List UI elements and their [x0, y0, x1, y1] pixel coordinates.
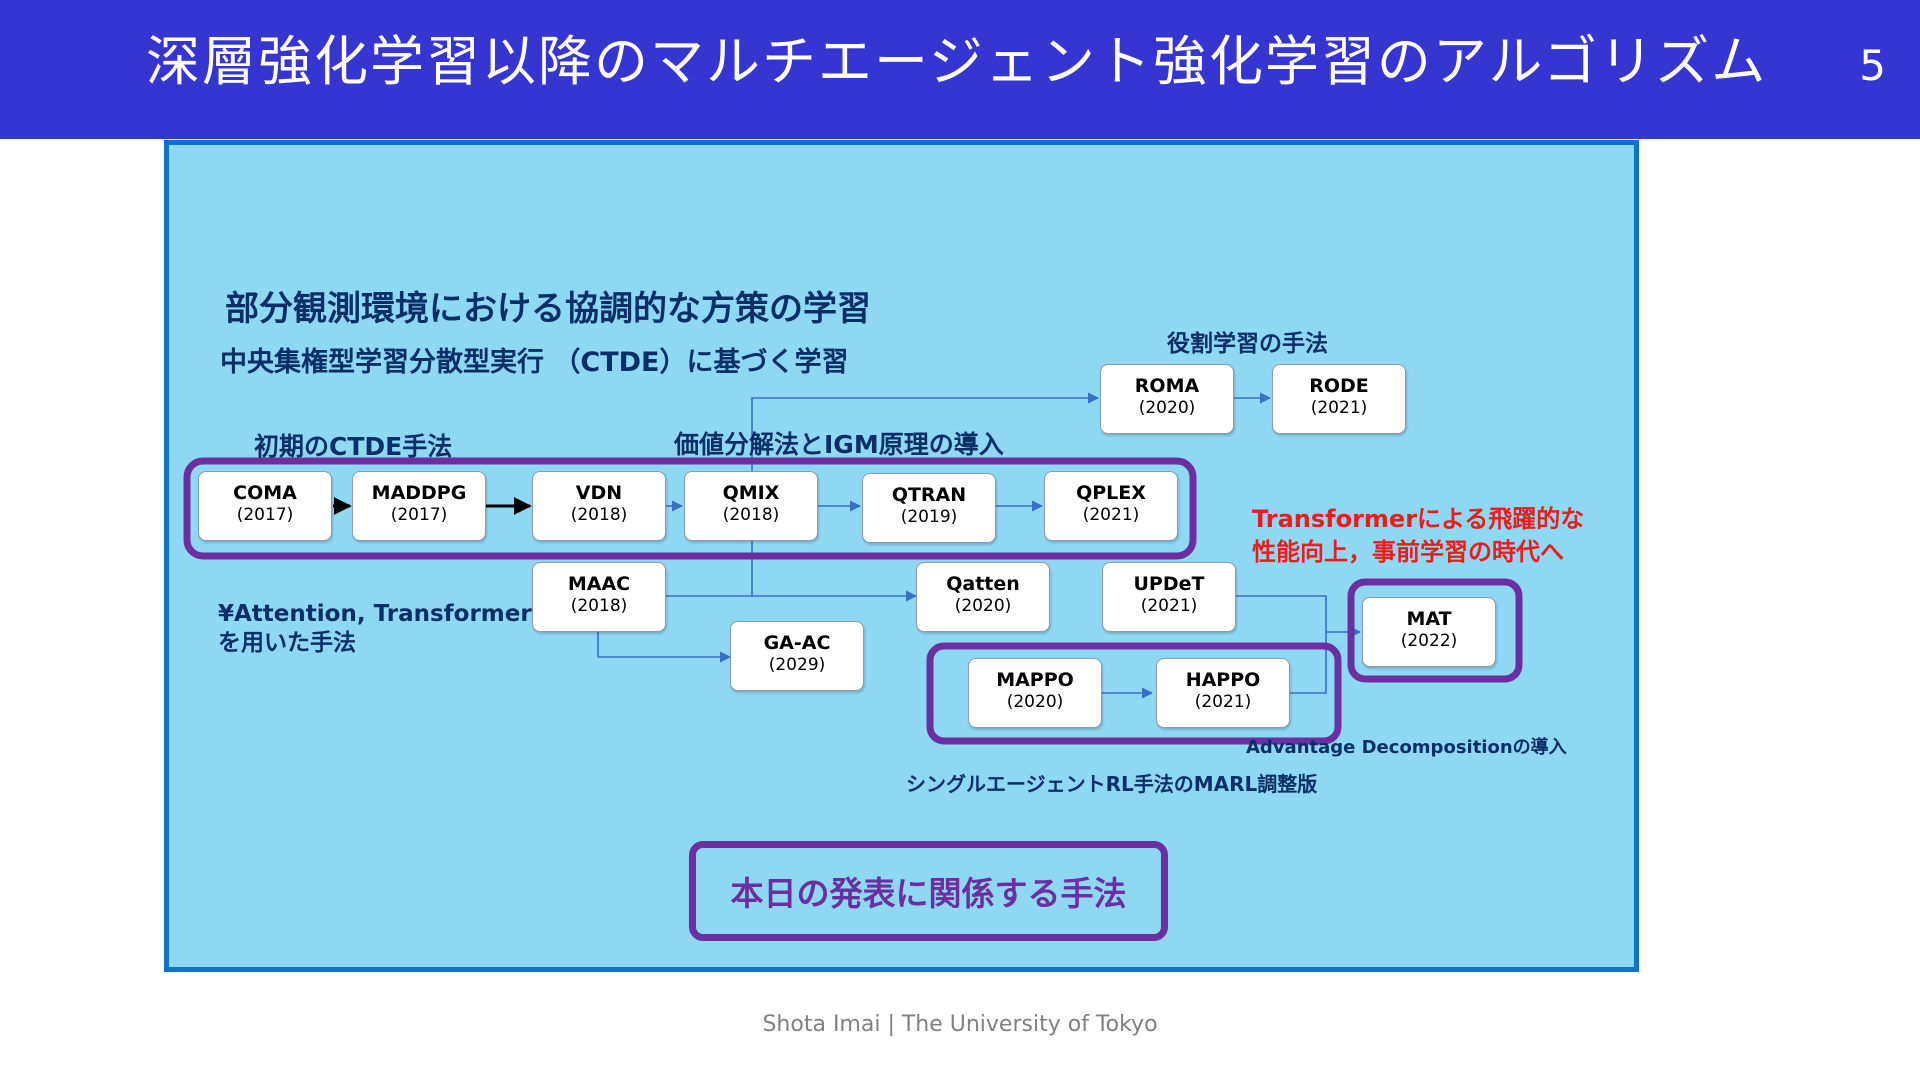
label-attention-methods: ¥Attention, Transformer を用いた手法: [218, 601, 532, 656]
node-year: (2017): [390, 505, 448, 525]
node-year: (2021): [1194, 692, 1252, 712]
node-year: (2021): [1082, 505, 1140, 525]
node-year: (2018): [570, 505, 628, 525]
node-name: QPLEX: [1076, 482, 1146, 504]
label-value-decomposition: 価値分解法とIGM原理の導入: [674, 430, 1004, 459]
node-name: MAAC: [567, 573, 631, 595]
node-qplex: QPLEX (2021): [1044, 471, 1178, 541]
arrow-qmix-roma: [751, 392, 1100, 471]
node-year: (2029): [768, 655, 826, 675]
label-early-ctde: 初期のCTDE手法: [254, 432, 453, 461]
node-mappo: MAPPO (2020): [968, 658, 1102, 728]
node-name: Qatten: [946, 573, 1020, 595]
node-name: HAPPO: [1185, 669, 1261, 691]
node-name: ROMA: [1134, 375, 1200, 397]
node-happo: HAPPO (2021): [1156, 658, 1290, 728]
link-happo-mat: [1290, 632, 1327, 694]
slide-footer: Shota Imai | The University of Tokyo: [762, 1012, 1158, 1037]
node-name: MADDPG: [371, 482, 467, 504]
node-year: (2017): [236, 505, 294, 525]
node-name: MAT: [1406, 608, 1452, 630]
node-rode: RODE (2021): [1272, 364, 1406, 434]
node-name: GA-AC: [763, 632, 831, 654]
node-year: (2021): [1140, 596, 1198, 616]
arrow-maac-gaac: [597, 632, 732, 663]
label-advantage-decomposition: Advantage Decompositionの導入: [1246, 737, 1567, 758]
node-year: (2020): [1138, 398, 1196, 418]
page-number: 5: [1859, 41, 1886, 90]
node-mat: MAT (2022): [1362, 597, 1496, 667]
node-gaac: GA-AC (2029): [730, 621, 864, 691]
label-transformer-era: Transformerによる飛躍的な 性能向上，事前学習の時代へ: [1252, 505, 1585, 566]
diagram-heading-sub: 中央集権型学習分散型実行 （CTDE）に基づく学習: [220, 347, 849, 378]
node-name: VDN: [575, 482, 623, 504]
legend-text: 本日の発表に関係する手法: [730, 874, 1127, 913]
node-name: UPDeT: [1133, 573, 1205, 595]
label-single-agent-adaptation: シングルエージェントRL手法のMARL調整版: [906, 772, 1318, 796]
legend-box: 本日の発表に関係する手法: [689, 841, 1168, 941]
node-year: (2020): [1006, 692, 1064, 712]
node-year: (2022): [1400, 631, 1458, 651]
node-maac: MAAC (2018): [532, 562, 666, 632]
node-qtran: QTRAN (2019): [862, 473, 996, 543]
node-name: MAPPO: [996, 669, 1074, 691]
node-name: QTRAN: [891, 484, 967, 506]
node-updet: UPDeT (2021): [1102, 562, 1236, 632]
label-role-learning: 役割学習の手法: [1167, 331, 1328, 357]
node-name: RODE: [1309, 375, 1369, 397]
highlight-frame-mat: [1347, 578, 1523, 683]
node-year: (2019): [900, 507, 958, 527]
node-maddpg: MADDPG (2017): [352, 471, 486, 541]
node-vdn: VDN (2018): [532, 471, 666, 541]
node-year: (2018): [570, 596, 628, 616]
node-qatten: Qatten (2020): [916, 562, 1050, 632]
node-name: COMA: [233, 482, 297, 504]
node-coma: COMA (2017): [198, 471, 332, 541]
node-name: QMIX: [722, 482, 780, 504]
node-year: (2018): [722, 505, 780, 525]
node-roma: ROMA (2020): [1100, 364, 1234, 434]
slide-title: 深層強化学習以降のマルチエージェント強化学習のアルゴリズム: [146, 30, 1768, 93]
highlight-frame-early-value: [183, 457, 1197, 560]
node-qmix: QMIX (2018): [684, 471, 818, 541]
node-year: (2021): [1310, 398, 1368, 418]
node-year: (2020): [954, 596, 1012, 616]
link-updet-mat: [1236, 595, 1327, 632]
diagram-heading-main: 部分観測環境における協調的な方策の学習: [225, 289, 871, 329]
highlight-frame-mappo-happo: [926, 642, 1342, 745]
slide-header: 深層強化学習以降のマルチエージェント強化学習のアルゴリズム 5: [0, 0, 1920, 139]
